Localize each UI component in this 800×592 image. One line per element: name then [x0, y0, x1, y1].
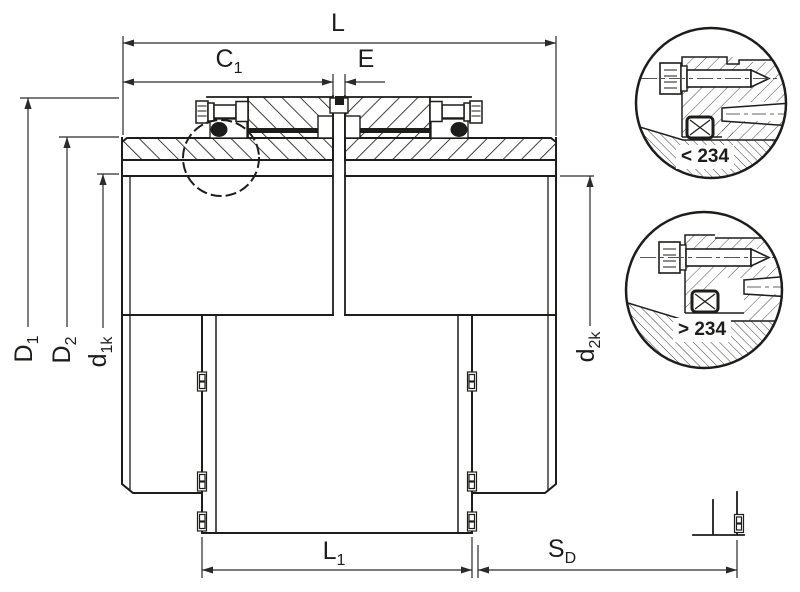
dimension-lines — [20, 36, 738, 578]
detail-callout-circle — [182, 119, 260, 197]
dim-label-e: E — [357, 45, 375, 73]
small-hub-left — [121, 314, 203, 494]
shaft-end-bracket — [692, 491, 745, 536]
detail-view-upper — [634, 26, 788, 180]
elastomer-bar-left — [246, 128, 320, 133]
small-hub-right — [471, 314, 557, 494]
hub-body-outline — [121, 137, 557, 316]
main-view — [121, 95, 745, 536]
elastomer-bar-right — [360, 128, 434, 133]
dim-label-l: L — [331, 9, 345, 37]
detail-view-lower — [624, 210, 784, 370]
centre-hub — [201, 314, 473, 534]
clamp-ball-left — [210, 122, 228, 137]
dim-label-d2: D2 — [48, 336, 80, 364]
sleeve-band-left — [121, 137, 334, 161]
clamp-ball-right — [450, 122, 468, 137]
dim-label-d1k: d1k — [84, 336, 116, 368]
dim-label-sd: SD — [547, 535, 577, 567]
dim-label-d1: D1 — [10, 335, 42, 363]
centre-gap-lines — [332, 95, 346, 316]
clamp-bolt-right — [429, 100, 483, 139]
dim-label-d2k: d2k — [572, 331, 604, 363]
sleeve-band-right — [344, 137, 557, 161]
detail-threshold-label-lower: > 234 — [672, 318, 732, 342]
dim-label-l1: L1 — [322, 537, 346, 569]
centre-seal — [335, 96, 344, 105]
dim-label-c1: C1 — [215, 45, 243, 77]
hub-face-screws — [196, 371, 478, 532]
detail-threshold-label-upper: < 234 — [675, 145, 735, 169]
